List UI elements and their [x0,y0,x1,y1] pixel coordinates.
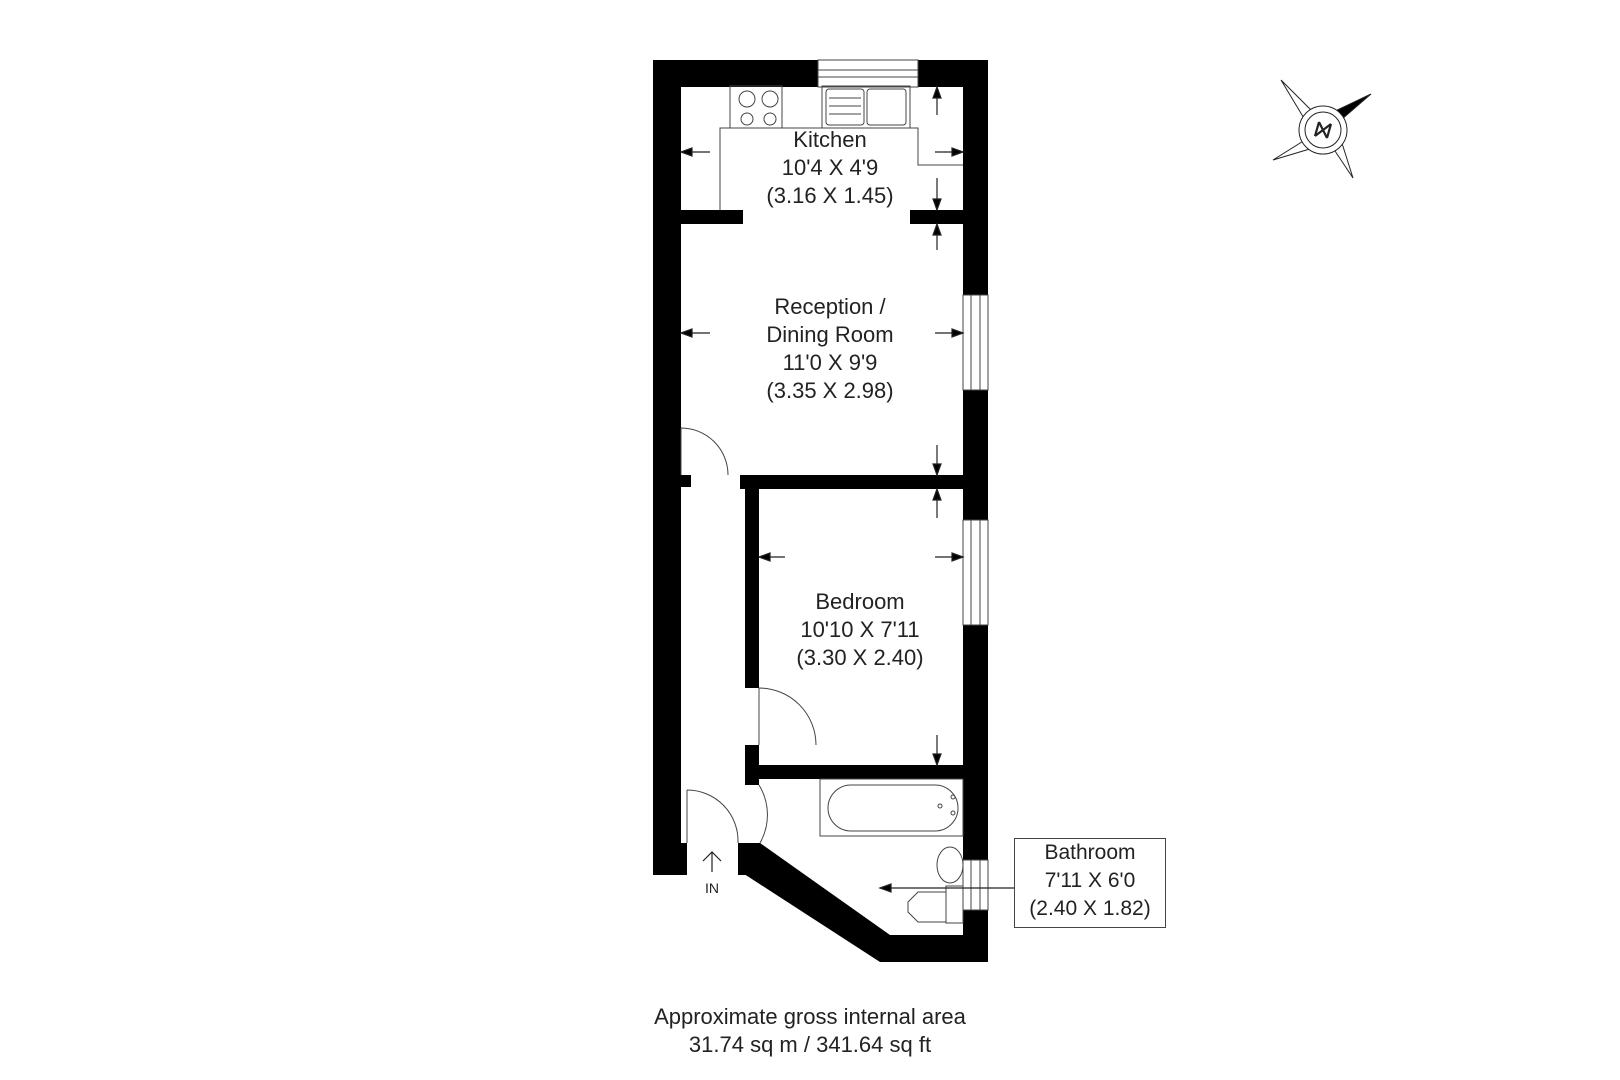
kitchen-imperial: 10'4 X 4'9 [781,155,879,180]
room-label-reception: Reception / Dining Room 11'0 X 9'9 (3.35… [730,293,930,405]
entrance-label: IN [705,880,719,896]
bathroom-name: Bathroom [1044,841,1136,864]
toilet-cistern-icon [945,885,964,924]
entrance-arrow-icon [702,851,722,872]
bedroom-imperial: 10'10 X 7'11 [800,617,920,642]
kitchen-name: Kitchen [793,127,867,152]
reception-imperial: 11'0 X 9'9 [782,350,878,375]
bathroom-metric: (2.40 X 1.82) [1029,897,1151,920]
bath-icon [819,778,964,837]
doors [680,427,817,844]
room-label-bedroom: Bedroom 10'10 X 7'11 (3.30 X 2.40) [770,588,950,672]
sink-icon [821,85,911,129]
toilet-icon [907,891,947,923]
room-label-kitchen: Kitchen 10'4 X 4'9 (3.16 X 1.45) [740,126,920,210]
bathroom-imperial: 7'11 X 6'0 [1044,869,1136,892]
kitchen-fittings [719,85,963,210]
hob-icon [729,85,783,129]
reception-metric: (3.35 X 2.98) [766,378,894,403]
gross-area: Approximate gross internal area 31.74 sq… [560,1003,1060,1059]
kitchen-metric: (3.16 X 1.45) [766,183,894,208]
reception-name-line1: Reception / [774,294,886,319]
room-label-bathroom: Bathroom 7'11 X 6'0 (2.40 X 1.82) [1014,838,1166,928]
basin-icon [936,846,964,884]
bedroom-metric: (3.30 X 2.40) [796,645,924,670]
compass-rose-icon [1272,79,1372,179]
bathroom-fittings [819,778,964,924]
bedroom-name: Bedroom [815,589,905,614]
gross-area-title: Approximate gross internal area [654,1004,966,1029]
gross-area-value: 31.74 sq m / 341.64 sq ft [688,1032,932,1057]
walls [653,60,988,962]
reception-name-line2: Dining Room [766,322,894,347]
windows [817,59,989,911]
dimension-arrows [679,85,1014,893]
